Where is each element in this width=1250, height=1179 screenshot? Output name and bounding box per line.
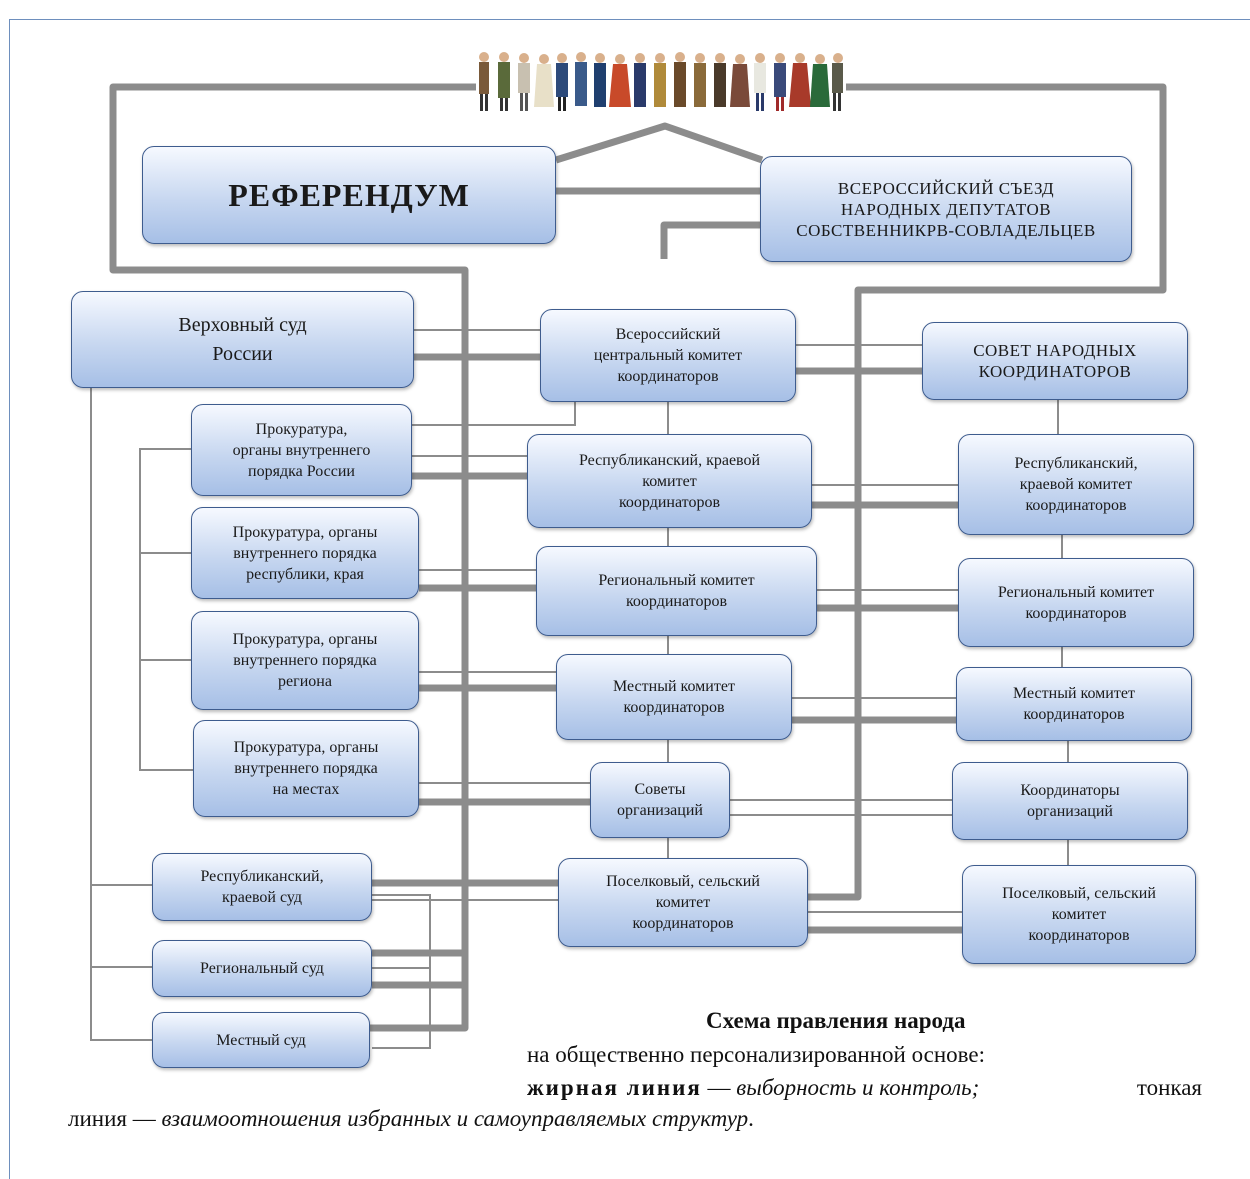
org-coordinators-box: Координаторы организаций <box>952 762 1188 840</box>
thin-lines <box>90 329 1069 1049</box>
local-court-box: Местный суд <box>152 1012 370 1068</box>
prosecutor-local-box: Прокуратура, органы внутреннего порядка … <box>193 720 419 817</box>
rep-committee-box: Республиканский, краевой комитет координ… <box>527 434 812 528</box>
page-frame <box>9 19 1250 1179</box>
local-committee-box: Местный комитет координаторов <box>556 654 792 740</box>
prosecutor-republic-box: Прокуратура, органы внутреннего порядка … <box>191 507 419 599</box>
rep-committee-right-box: Республиканский, краевой комитет координ… <box>958 434 1194 535</box>
thick-lines <box>109 83 1167 1032</box>
caption-dash-1: — <box>701 1075 737 1100</box>
local-committee-right-box: Местный комитет координаторов <box>956 667 1192 741</box>
caption-legend-thick: жирная линия — выборность и контроль; <box>527 1075 979 1101</box>
people-illustration <box>479 52 843 111</box>
referendum-box: РЕФЕРЕНДУМ <box>142 146 556 244</box>
village-committee-box: Поселковый, сельский комитет координатор… <box>558 858 808 947</box>
regional-court-box: Региональный суд <box>152 940 372 997</box>
regional-committee-right-box: Региональный комитет координаторов <box>958 558 1194 647</box>
caption-dash-2: — <box>126 1106 162 1131</box>
org-councils-box: Советы организаций <box>590 762 730 838</box>
village-committee-right-box: Поселковый, сельский комитет координатор… <box>962 865 1196 964</box>
supreme-court-box: Верховный суд России <box>71 291 414 388</box>
caption-bold-term: жирная линия <box>527 1075 702 1100</box>
caption-legend-line: жирная линия — выборность и контроль; то… <box>527 1075 1202 1101</box>
central-committee-box: Всероссийский центральный комитет коорди… <box>540 309 796 402</box>
people-figures <box>479 52 843 111</box>
prosecutor-region-box: Прокуратура, органы внутреннего порядка … <box>191 611 419 710</box>
caption-thin-term: линия <box>68 1106 127 1131</box>
caption-thin-meaning: взаимоотношения избранных и самоуправляе… <box>161 1106 749 1131</box>
caption-bold-meaning: выборность и контроль; <box>736 1075 980 1100</box>
council-box: СОВЕТ НАРОДНЫХ КООРДИНАТОРОВ <box>922 322 1188 400</box>
prosecutor-russia-box: Прокуратура, органы внутреннего порядка … <box>191 404 412 496</box>
caption-end: . <box>748 1106 754 1131</box>
rep-court-box: Республиканский, краевой суд <box>152 853 372 921</box>
caption-thin-word: тонкая <box>1136 1075 1202 1100</box>
caption-title: Схема правления народа <box>706 1008 966 1033</box>
regional-committee-box: Региональный комитет координаторов <box>536 546 817 636</box>
congress-box: ВСЕРОССИЙСКИЙ СЪЕЗД НАРОДНЫХ ДЕПУТАТОВ С… <box>760 156 1132 262</box>
caption-subtitle: на общественно персонализированной основ… <box>527 1042 986 1067</box>
caption-legend-thin: линия — взаимоотношения избранных и само… <box>68 1106 754 1132</box>
